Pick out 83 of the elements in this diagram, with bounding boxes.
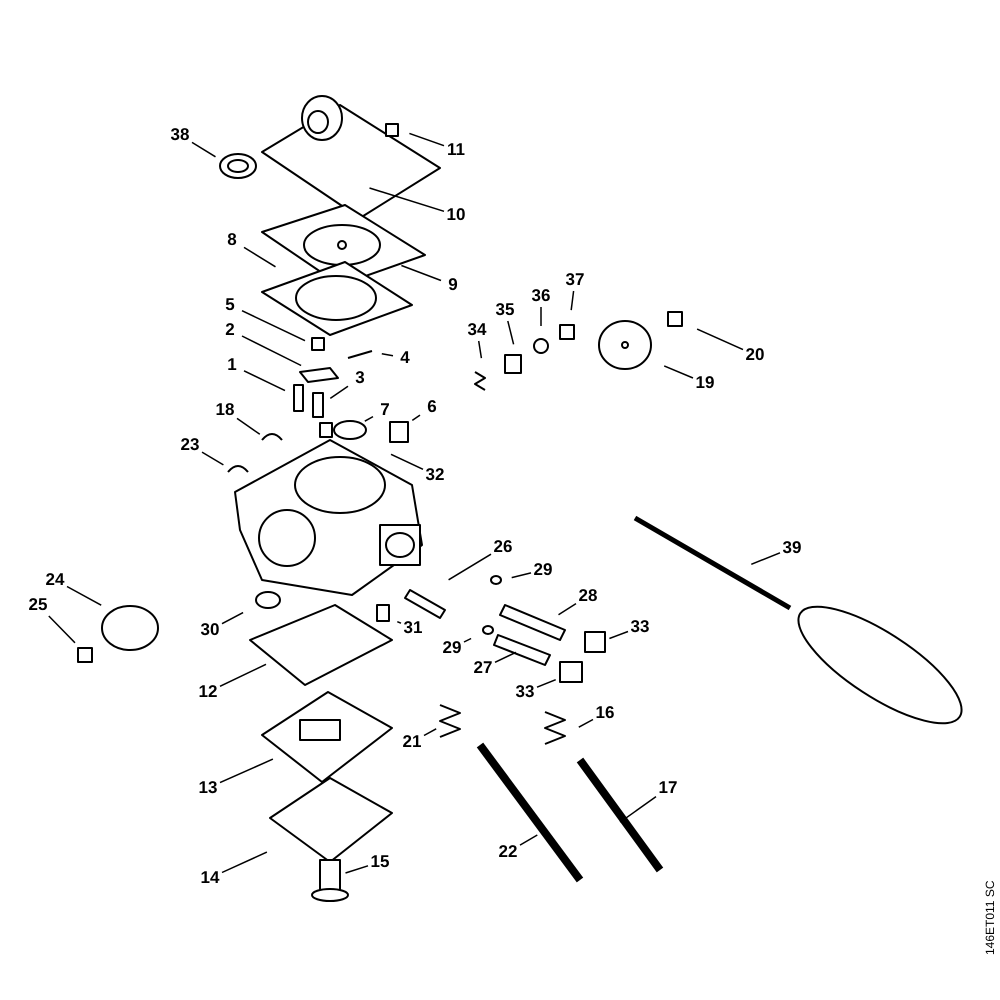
leader-line <box>609 630 628 640</box>
leader-line <box>364 416 374 422</box>
callout-number: 27 <box>474 658 492 678</box>
callout-number: 18 <box>216 400 234 420</box>
callout-number: 31 <box>404 618 422 638</box>
leader-line <box>520 834 538 846</box>
leader-line <box>512 572 532 578</box>
callout-number: 17 <box>658 778 678 798</box>
leader-line <box>409 132 444 146</box>
leader-line <box>236 418 260 435</box>
leader-line <box>244 246 276 268</box>
callout-number: 30 <box>200 620 220 640</box>
callout-number: 37 <box>566 270 584 290</box>
callout-number: 19 <box>696 373 714 393</box>
leader-line <box>345 865 368 874</box>
callout-number: 11 <box>447 140 465 160</box>
callout-number: 4 <box>400 348 410 368</box>
callout-number: 20 <box>746 345 764 365</box>
leader-line <box>507 320 514 344</box>
callout-number: 35 <box>496 300 514 320</box>
callout-number: 36 <box>532 286 550 306</box>
callout-number: 21 <box>402 732 422 752</box>
callout-number: 24 <box>46 570 64 590</box>
callout-number: 6 <box>427 397 437 417</box>
callout-number: 15 <box>370 852 390 872</box>
callout-number: 39 <box>782 538 802 558</box>
leader-line <box>390 454 424 470</box>
leader-line <box>48 615 76 644</box>
callout-number: 1 <box>227 355 237 375</box>
leader-line <box>401 264 442 282</box>
callout-number: 14 <box>200 868 220 888</box>
callout-number: 33 <box>630 617 650 637</box>
callout-number: 25 <box>28 595 48 615</box>
callout-number: 8 <box>227 230 237 250</box>
leader-line <box>242 335 302 366</box>
leader-line <box>540 307 542 326</box>
leader-line <box>412 414 420 422</box>
leader-line <box>494 652 516 663</box>
leader-line <box>464 638 472 643</box>
leader-line <box>448 554 492 580</box>
callout-number: 3 <box>355 368 365 388</box>
callout-number: 12 <box>198 682 218 702</box>
drawing-number: 146ET011 SC <box>983 880 997 955</box>
leader-line <box>369 187 444 212</box>
leader-line <box>222 612 244 624</box>
callout-number: 33 <box>516 682 534 702</box>
leader-line <box>578 718 594 728</box>
callout-number: 29 <box>534 560 552 580</box>
leader-line <box>570 290 574 310</box>
leader-line <box>220 664 266 687</box>
leader-line <box>620 796 656 823</box>
callout-number: 16 <box>596 703 614 723</box>
leader-line <box>382 353 394 357</box>
callout-number: 7 <box>380 400 390 420</box>
leader-line <box>330 386 348 400</box>
leader-line <box>244 370 286 392</box>
callout-number: 10 <box>446 205 466 225</box>
leader-line <box>478 340 482 358</box>
callout-number: 34 <box>468 320 486 340</box>
callout-number: 9 <box>448 275 458 295</box>
callout-number: 5 <box>225 295 235 315</box>
callout-number: 32 <box>426 465 444 485</box>
callout-number: 22 <box>498 842 518 862</box>
leader-line <box>220 758 274 784</box>
leader-line <box>192 142 216 158</box>
leader-line <box>424 728 437 736</box>
callout-number: 13 <box>198 778 218 798</box>
leader-line <box>242 310 306 342</box>
leader-line <box>66 586 102 606</box>
leader-line <box>558 602 576 616</box>
leader-line <box>202 451 224 466</box>
callout-number: 26 <box>494 537 512 557</box>
leader-line <box>664 365 694 379</box>
callout-number: 2 <box>225 320 235 340</box>
leader-line <box>536 679 556 688</box>
leader-line <box>696 328 744 350</box>
leader-line <box>222 851 268 874</box>
callout-number: 38 <box>170 125 190 145</box>
callout-number: 23 <box>180 435 200 455</box>
leader-line <box>751 552 780 565</box>
leader-line <box>397 621 402 624</box>
callout-number: 28 <box>578 586 598 606</box>
callout-number: 29 <box>442 638 462 658</box>
